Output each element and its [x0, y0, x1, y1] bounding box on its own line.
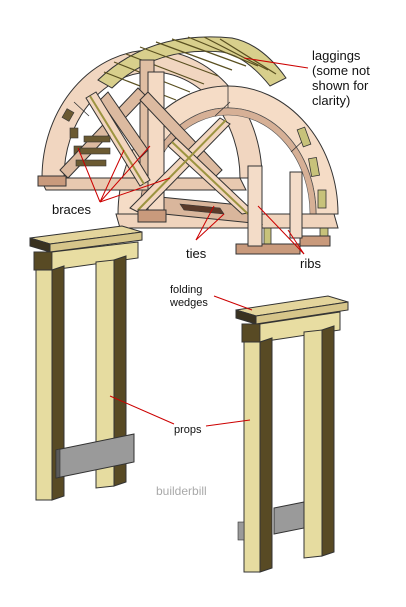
arch-centering	[37, 36, 339, 255]
left-prop	[29, 225, 143, 501]
label-folding-wedges: folding wedges	[170, 284, 208, 309]
brace-edges	[89, 95, 249, 215]
left-prop-leg-a	[35, 269, 53, 501]
right-prop-leg-b	[303, 329, 323, 559]
label-laggings: laggings (some not shown for clarity)	[312, 48, 370, 108]
label-braces: braces	[52, 202, 92, 217]
leader-laggings	[243, 57, 309, 69]
leader-lines	[77, 57, 309, 427]
label-props: props	[174, 424, 202, 436]
right-prop-leg-a	[243, 341, 261, 573]
label-ribs: ribs	[300, 256, 321, 271]
watermark: builderbill	[156, 484, 207, 498]
right-steel-plate	[273, 501, 305, 535]
right-prop	[235, 295, 349, 573]
label-ties: ties	[186, 246, 207, 261]
rear-shadow-slats	[75, 135, 111, 167]
right-posts	[247, 165, 303, 247]
